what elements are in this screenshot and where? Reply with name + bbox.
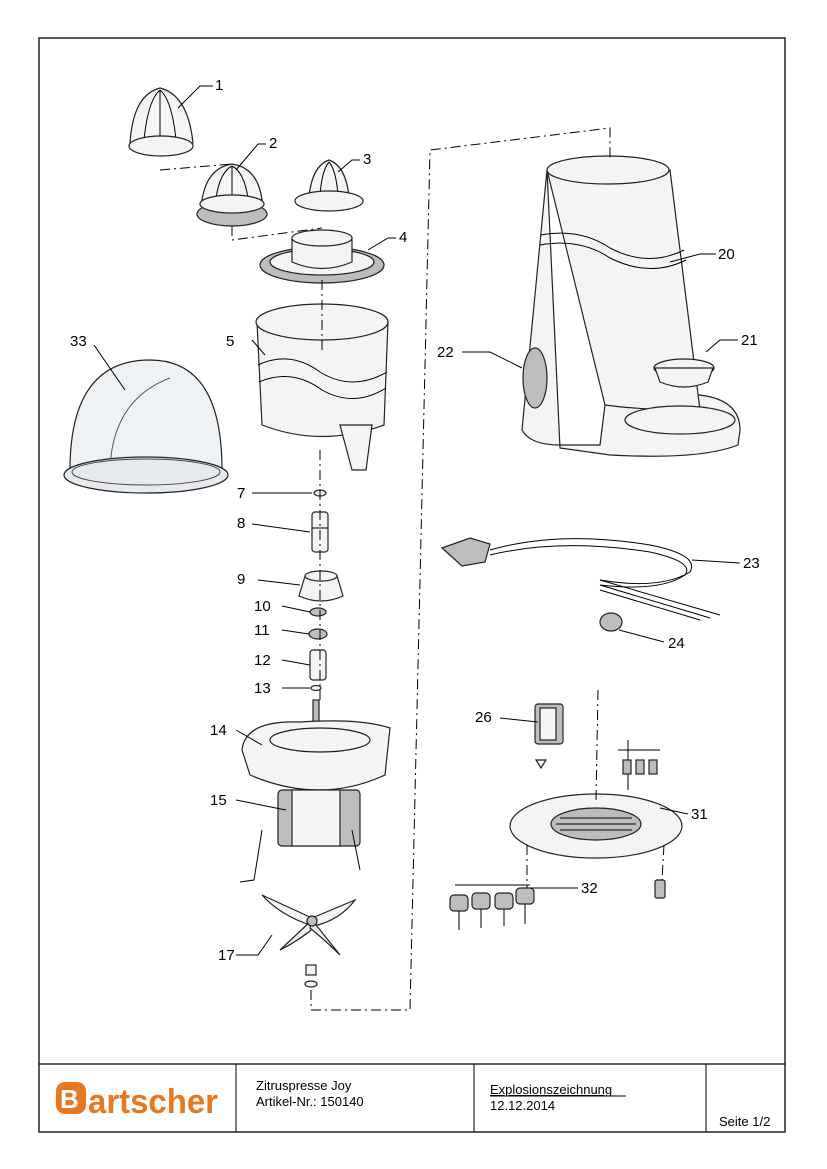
- part-20-main-body: [521, 155, 741, 457]
- article-number: Artikel-Nr.: 150140: [256, 1094, 364, 1109]
- part-14-motor-tray: [241, 699, 391, 791]
- part-4-strainer-disc: [259, 229, 385, 284]
- part-12-sleeve: [309, 649, 327, 681]
- callout-17: 17: [218, 947, 235, 964]
- callout-22: 22: [437, 344, 454, 361]
- part-3-small-reamer: [294, 159, 364, 212]
- brand-mark-letter: B: [60, 1084, 79, 1114]
- part-11-nut: [308, 628, 328, 640]
- callout-13: 13: [254, 680, 271, 697]
- page-number: Seite 1/2: [719, 1114, 770, 1129]
- part-5-juice-bowl: [255, 303, 389, 471]
- callout-23: 23: [743, 555, 760, 572]
- callout-24: 24: [668, 635, 685, 652]
- callout-5: 5: [226, 333, 234, 350]
- part-23-power-cable: [440, 537, 721, 621]
- callout-9: 9: [237, 571, 245, 588]
- part-33-dome-lid: [63, 359, 229, 494]
- callout-26: 26: [475, 709, 492, 726]
- document-date: 12.12.2014: [490, 1098, 555, 1113]
- brand-name-visible: artscher: [88, 1083, 218, 1121]
- part-17-fan: [261, 894, 357, 988]
- part-31-base-grille: [509, 793, 683, 859]
- callout-11: 11: [254, 622, 270, 639]
- product-name: Zitruspresse Joy: [256, 1078, 352, 1093]
- callout-1: 1: [215, 77, 223, 94]
- callout-3: 3: [363, 151, 371, 168]
- part-15-motor: [239, 789, 361, 883]
- part-10-washer: [309, 607, 327, 617]
- callout-labels: 1 2 3 4 5 7 8 9 10 11 12 13 14 15 17 20 …: [70, 77, 760, 964]
- callout-10: 10: [254, 598, 271, 615]
- callout-4: 4: [399, 229, 407, 246]
- callout-31: 31: [691, 806, 708, 823]
- callout-2: 2: [269, 135, 277, 152]
- callout-12: 12: [254, 652, 271, 669]
- part-13-ring: [310, 684, 322, 692]
- page-frame: [38, 37, 786, 1133]
- part-1-large-reamer: [128, 87, 194, 157]
- callout-21: 21: [741, 332, 758, 349]
- callout-15: 15: [210, 792, 227, 809]
- leader-lines: [93, 85, 741, 956]
- callout-14: 14: [210, 722, 227, 739]
- footer-logo: B Bartscher artscher: [56, 1082, 218, 1121]
- callout-33: 33: [70, 333, 87, 350]
- part-24-strain-relief: [599, 612, 623, 632]
- assembly-lines: [159, 127, 665, 1011]
- callout-8: 8: [237, 515, 245, 532]
- callout-20: 20: [718, 246, 735, 263]
- wire-connectors: [618, 740, 660, 790]
- document-type: Explosionszeichnung: [490, 1082, 612, 1097]
- part-21-spout: [653, 358, 715, 388]
- part-9-hub: [298, 570, 344, 602]
- part-26-switch: [534, 703, 564, 770]
- part-32-feet: [449, 879, 666, 930]
- brand-mark-icon: [56, 1082, 86, 1114]
- part-2-medium-reamer: [196, 163, 268, 227]
- callout-32: 32: [581, 880, 598, 897]
- callout-7: 7: [237, 485, 245, 502]
